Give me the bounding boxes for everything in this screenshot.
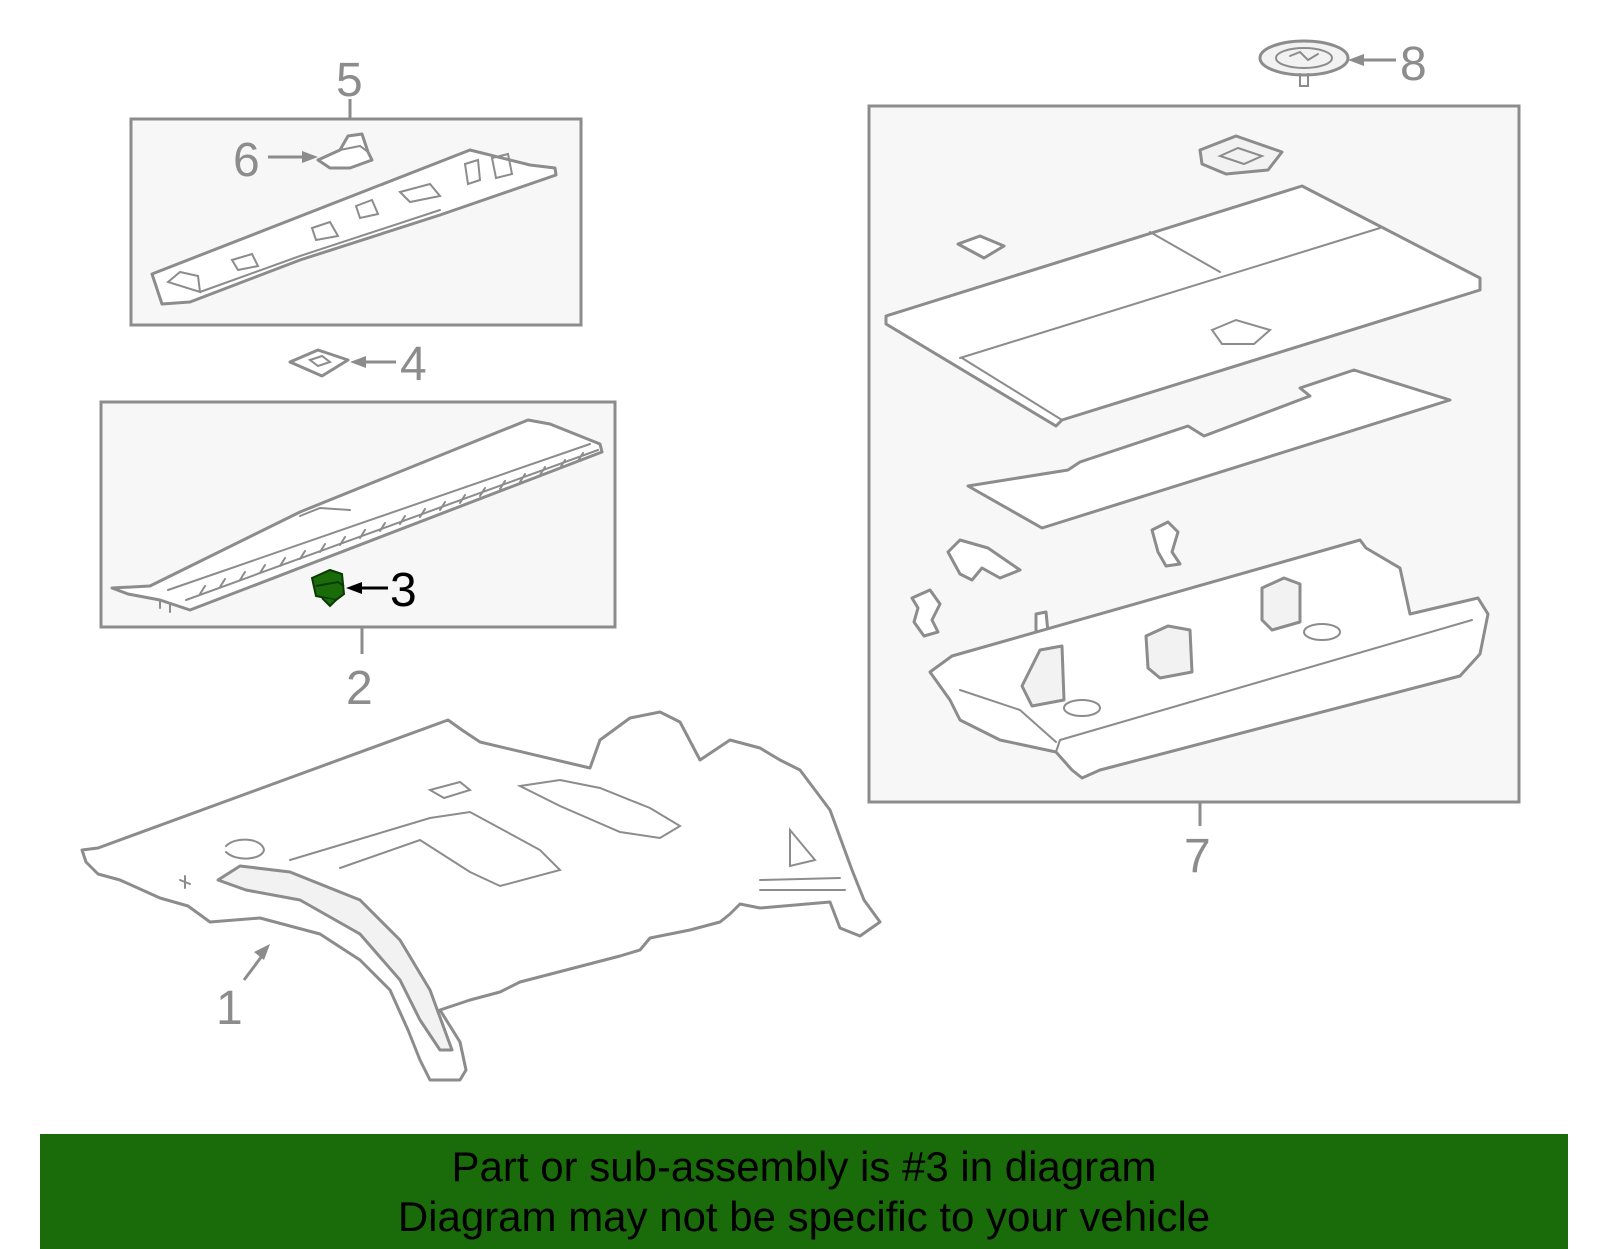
cap-piece bbox=[1198, 134, 1284, 176]
part-7-cargo-assembly bbox=[884, 134, 1490, 780]
callout-1: 1 bbox=[216, 982, 243, 1035]
arrowhead-8 bbox=[1348, 54, 1364, 66]
part-5-trim-panel bbox=[150, 148, 558, 306]
cargo-mat bbox=[966, 368, 1452, 530]
part-4-pad bbox=[288, 348, 350, 378]
arrowhead-1 bbox=[254, 944, 270, 960]
arrowhead-6 bbox=[302, 151, 318, 163]
info-banner: Part or sub-assembly is #3 in diagram Di… bbox=[40, 1134, 1568, 1249]
part-3-retainer-highlighted bbox=[310, 568, 346, 608]
sill-ribs bbox=[199, 452, 584, 595]
part-8-grommet bbox=[1258, 39, 1350, 87]
leader-line-1 bbox=[242, 955, 264, 981]
banner-line-1: Part or sub-assembly is #3 in diagram bbox=[451, 1143, 1157, 1190]
arrowhead-4 bbox=[350, 356, 366, 368]
part-6-clip bbox=[316, 132, 374, 170]
callout-5: 5 bbox=[336, 54, 363, 107]
callout-2: 2 bbox=[346, 662, 373, 715]
callout-7: 7 bbox=[1184, 830, 1211, 883]
callout-6: 6 bbox=[233, 134, 260, 187]
arrowhead-3 bbox=[346, 582, 362, 594]
cargo-tray bbox=[928, 538, 1490, 780]
callout-3: 3 bbox=[390, 564, 417, 617]
banner-line-2: Diagram may not be specific to your vehi… bbox=[397, 1193, 1211, 1240]
callout-8: 8 bbox=[1400, 38, 1427, 91]
part-2-sill-plate bbox=[110, 418, 604, 613]
part-1-floor-panel bbox=[80, 710, 882, 1082]
callout-4: 4 bbox=[400, 338, 427, 391]
cargo-cover-panel bbox=[884, 184, 1482, 428]
